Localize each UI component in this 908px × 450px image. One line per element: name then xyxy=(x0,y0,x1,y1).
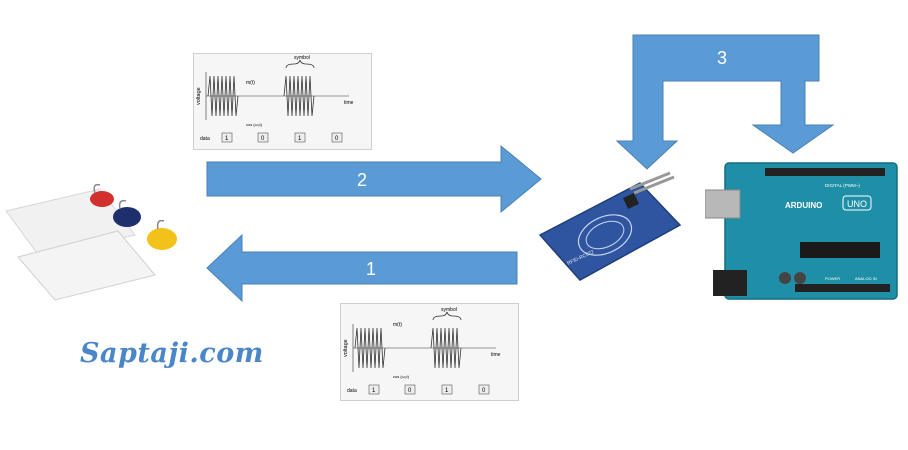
waveform-diagram-bottom: voltage symbol m(t) time cos (ω₀t) data … xyxy=(340,303,519,401)
svg-text:DIGITAL (PWM~): DIGITAL (PWM~) xyxy=(825,183,860,188)
svg-text:0: 0 xyxy=(408,388,412,394)
svg-text:0: 0 xyxy=(261,136,265,142)
svg-text:0: 0 xyxy=(482,388,486,394)
rfid-reader-module: RFID-RC522 xyxy=(538,171,682,281)
svg-text:time: time xyxy=(491,352,501,358)
svg-text:0: 0 xyxy=(335,136,339,142)
arrow-2-label: 2 xyxy=(357,170,368,190)
svg-text:cos (ω₀t): cos (ω₀t) xyxy=(393,374,410,379)
svg-text:voltage: voltage xyxy=(343,339,349,357)
voltage-label: voltage xyxy=(196,87,202,105)
svg-text:m(t): m(t) xyxy=(393,322,402,328)
arrow-1-label: 1 xyxy=(366,259,377,279)
svg-text:1: 1 xyxy=(372,388,376,394)
arrow-1 xyxy=(206,233,518,303)
red-keyfob xyxy=(90,191,114,207)
svg-text:UNO: UNO xyxy=(847,199,867,209)
svg-text:data: data xyxy=(347,388,357,394)
svg-text:1: 1 xyxy=(445,388,449,394)
blue-keyfob xyxy=(113,207,141,227)
carrier-label: cos (ω₀t) xyxy=(246,122,263,127)
svg-text:1: 1 xyxy=(225,136,229,142)
mt-label: m(t) xyxy=(246,80,255,86)
arrow-3 xyxy=(615,34,835,170)
time-label: time xyxy=(344,100,354,106)
arrow-3-label: 3 xyxy=(717,48,728,68)
svg-text:1: 1 xyxy=(298,136,302,142)
svg-text:POWER: POWER xyxy=(825,276,840,281)
svg-text:ARDUINO: ARDUINO xyxy=(785,201,822,210)
rfid-cards-illustration xyxy=(5,183,177,301)
symbol-label: symbol xyxy=(294,55,310,61)
data-label: data xyxy=(200,136,210,142)
svg-text:ANALOG IN: ANALOG IN xyxy=(855,276,877,281)
arduino-uno-board: ARDUINO UNO DIGITAL (PWM~) POWER ANALOG … xyxy=(705,162,898,300)
brand-watermark: Saptaji.com xyxy=(80,338,264,369)
waveform-diagram-top: voltage symbol m(t) time cos (ω₀t) data … xyxy=(193,53,372,150)
yellow-keyfob xyxy=(147,228,177,250)
svg-text:symbol: symbol xyxy=(441,307,457,313)
arrow-2 xyxy=(206,144,542,214)
